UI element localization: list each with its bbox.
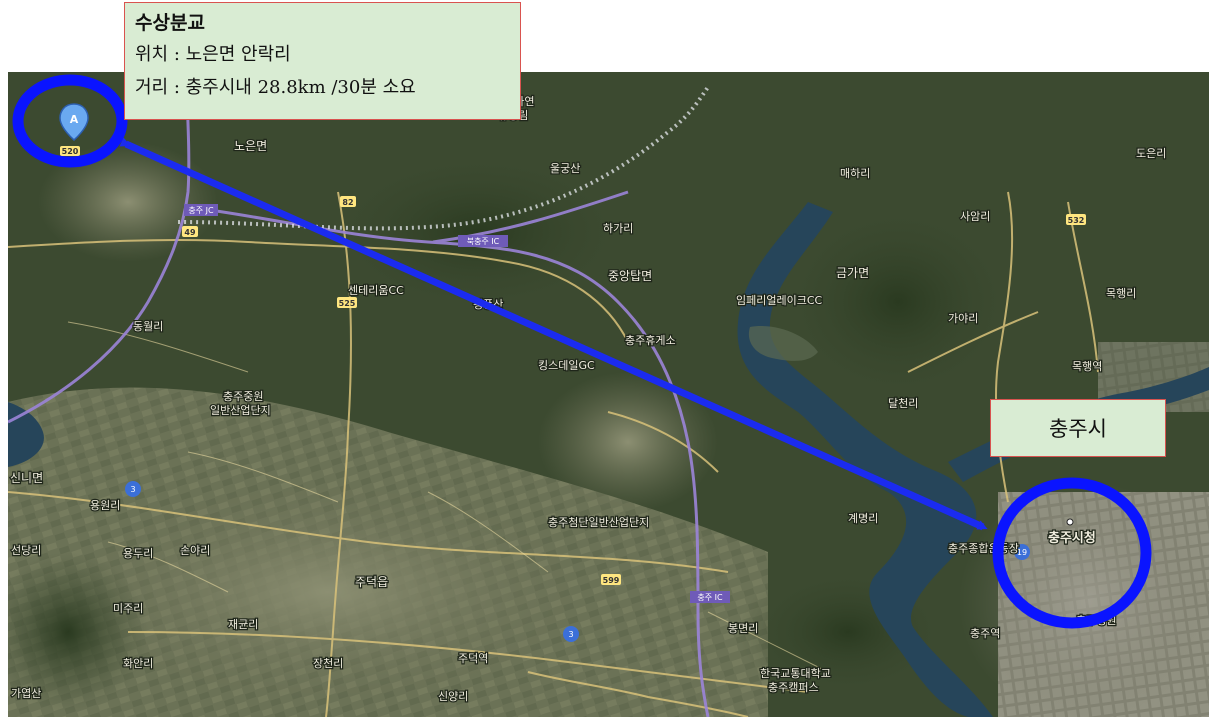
city-hall-marker: 충주시청 bbox=[1047, 518, 1097, 547]
road-shield-532: 532 bbox=[1066, 214, 1086, 225]
label-doeun: 도은리 bbox=[1136, 147, 1166, 160]
svg-text:19: 19 bbox=[1017, 548, 1027, 557]
map-pin-icon[interactable]: A bbox=[59, 103, 89, 141]
label-gongyeon: 봉면리 bbox=[728, 622, 758, 635]
label-ulgungsan: 울궁산 bbox=[550, 162, 580, 175]
label-maeha: 매하리 bbox=[840, 166, 870, 180]
city-name: 충주시 bbox=[1049, 417, 1107, 441]
label-jeongdang: 선당리 bbox=[11, 544, 41, 557]
label-jupyeong: 주덕읍 bbox=[355, 575, 388, 589]
label-chungju-ind: 충주중원 bbox=[223, 390, 263, 403]
label-dalcheon: 달천리 bbox=[888, 396, 918, 410]
school-highlight-circle bbox=[12, 74, 128, 168]
label-singiri: 신양리 bbox=[438, 690, 468, 703]
chungju-jc-badge: 충주 JC bbox=[184, 204, 218, 216]
label-sonyari: 손야리 bbox=[180, 544, 210, 557]
label-imperial: 임페리얼레이크CC bbox=[736, 293, 823, 307]
road-shield-520: 520 bbox=[60, 146, 80, 156]
school-distance: 거리 : 충주시내 28.8km /30분 소요 bbox=[135, 77, 416, 98]
label-yongdu: 용두리 bbox=[123, 547, 153, 560]
svg-text:충주 IC: 충주 IC bbox=[697, 593, 723, 602]
label-dongwol: 동월리 bbox=[133, 320, 163, 333]
label-sinni: 신니면 bbox=[10, 471, 43, 485]
label-chungju-station: 충주역 bbox=[970, 627, 1000, 640]
label-knut-campus: 충주캠퍼스 bbox=[768, 681, 819, 694]
label-ilban-ind: 일반산업단지 bbox=[210, 403, 271, 417]
label-hagaeri: 하가리 bbox=[603, 221, 633, 235]
label-saam: 사암리 bbox=[960, 210, 990, 223]
label-gageum: 금가면 bbox=[836, 266, 869, 280]
label-knut: 한국교통대학교 bbox=[760, 667, 831, 680]
label-gyemyeong: 계명리 bbox=[848, 512, 878, 525]
school-name: 수상분교 bbox=[135, 12, 205, 34]
road-shield-599: 599 bbox=[601, 574, 621, 585]
city-label-box: 충주시 bbox=[990, 399, 1166, 457]
label-junganga: 중앙탑면 bbox=[608, 269, 652, 283]
label-mokhaeng: 목행역 bbox=[1072, 360, 1102, 373]
label-sentherium: 센테리움CC bbox=[348, 284, 404, 297]
svg-text:599: 599 bbox=[603, 576, 620, 585]
label-city-hall: 충주시청 bbox=[1048, 530, 1096, 546]
svg-text:532: 532 bbox=[1068, 216, 1085, 225]
label-noeun: 노은면 bbox=[234, 139, 267, 153]
label-jangcheon: 장천리 bbox=[313, 656, 343, 670]
label-chungju-ind2: 충주첨단일반산업단지 bbox=[548, 515, 649, 529]
label-yongwon: 용원리 bbox=[90, 499, 120, 512]
svg-text:북충주 IC: 북충주 IC bbox=[467, 237, 500, 246]
road-shield-525: 525 bbox=[337, 297, 357, 308]
road-shield-3a: 3 bbox=[125, 481, 141, 497]
label-gayeopsan: 가엽산 bbox=[11, 687, 41, 700]
svg-text:충주 JC: 충주 JC bbox=[188, 206, 214, 215]
label-mokhaeng-ri: 목행리 bbox=[1106, 287, 1136, 300]
svg-text:49: 49 bbox=[184, 228, 196, 237]
label-kingsdale: 킹스데일GC bbox=[538, 358, 595, 372]
satellite-map[interactable]: 520 82 49 525 3 3 599 532 bbox=[8, 72, 1209, 717]
chungju-ic-badge: 충주 IC bbox=[690, 591, 730, 603]
bukchungju-ic-badge: 북충주 IC bbox=[458, 235, 508, 247]
svg-text:520: 520 bbox=[62, 147, 79, 156]
label-chungju-stadium: 충주종합운동장 bbox=[948, 542, 1019, 555]
svg-text:3: 3 bbox=[568, 630, 573, 639]
road-shield-3b: 3 bbox=[563, 626, 579, 642]
svg-text:82: 82 bbox=[342, 198, 353, 207]
svg-text:3: 3 bbox=[130, 485, 135, 494]
label-rest-area: 충주휴게소 bbox=[625, 334, 676, 347]
label-hwaan: 화안리 bbox=[123, 657, 153, 670]
road-shield-49: 49 bbox=[182, 226, 198, 237]
route-arrow bbox=[119, 137, 988, 531]
map-canvas: 520 82 49 525 3 3 599 532 bbox=[8, 72, 1209, 717]
school-info-box: 수상분교 위치 : 노은면 안락리 거리 : 충주시내 28.8km /30분 … bbox=[124, 2, 521, 120]
label-jaegyun: 재균리 bbox=[228, 618, 258, 631]
label-gaya: 가야리 bbox=[948, 312, 978, 325]
label-jude-station: 주덕역 bbox=[458, 652, 488, 665]
svg-text:A: A bbox=[70, 113, 79, 126]
city-highlight-circle bbox=[992, 477, 1152, 629]
label-miju: 미주리 bbox=[113, 602, 143, 615]
svg-text:525: 525 bbox=[339, 299, 356, 308]
road-shield-82: 82 bbox=[340, 196, 356, 207]
school-location: 위치 : 노은면 안락리 bbox=[135, 44, 291, 65]
road-shield-19: 19 bbox=[1014, 544, 1030, 560]
